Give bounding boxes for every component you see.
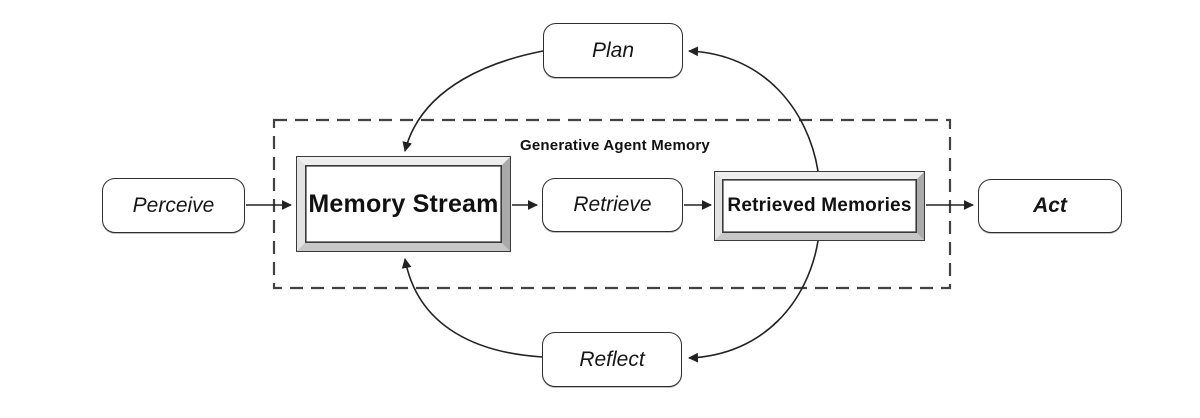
node-retrieve: Retrieve (542, 178, 683, 232)
act-label: Act (1033, 194, 1067, 217)
node-perceive: Perceive (102, 178, 245, 233)
retrieve-label: Retrieve (573, 193, 652, 216)
arrow-retrieved-memories-to-plan (688, 46, 819, 172)
arrow-retrieved-memories-to-reflect (688, 240, 819, 363)
memory-stream-label: Memory Stream (308, 189, 499, 218)
arrow-reflect-to-memory-stream (401, 258, 543, 358)
perceive-label: Perceive (132, 193, 215, 217)
node-act: Act (978, 179, 1122, 233)
node-retrieved-memories: Retrieved Memories (714, 171, 925, 241)
node-reflect: Reflect (542, 332, 682, 387)
node-plan: Plan (543, 23, 683, 78)
memory-group-dashed-border (272, 118, 952, 290)
memory-group-label: Generative Agent Memory (520, 137, 710, 154)
node-memory-stream: Memory Stream (296, 156, 511, 252)
plan-label: Plan (591, 38, 635, 62)
reflect-label: Reflect (579, 347, 645, 371)
retrieved-memories-label: Retrieved Memories (727, 195, 912, 216)
arrow-plan-to-memory-stream (402, 50, 544, 152)
